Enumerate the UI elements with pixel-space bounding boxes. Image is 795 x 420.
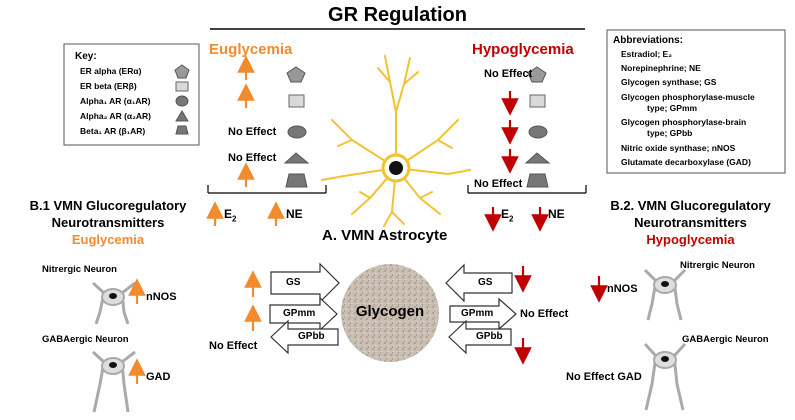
left-pentagon-shape: [286, 66, 306, 83]
right-trapezoid-shape: [526, 173, 549, 188]
left-triangle-shape: [283, 152, 310, 164]
left-e2-label: E2: [224, 207, 237, 224]
key-item-alpha2: Alpha₂ AR (α₂AR): [80, 111, 152, 121]
hypoglycemia-heading: Hypoglycemia: [472, 41, 574, 58]
right-effect-pentagon: No Effect: [484, 68, 533, 80]
abbreviations-box: [606, 29, 786, 174]
b2-nitrergic-nucleus: [661, 281, 669, 287]
abbr-line-8: Nitric oxide synthase; nNOS: [621, 143, 736, 153]
gpbb-arrow-left: [270, 319, 339, 355]
gpmm-label-right: GPmm: [461, 308, 494, 319]
left-trapezoid-shape: [285, 173, 308, 188]
abbr-line-9: Glutamate decarboxylase (GAD): [621, 157, 751, 167]
gs-label-left: GS: [286, 277, 301, 288]
gpmm-right-effect: No Effect: [520, 308, 569, 320]
b2-title: B.2. VMN Glucoregulatory Neurotransmitte…: [610, 198, 771, 247]
b1-gad-label: GAD: [146, 371, 171, 383]
right-e2-label: E2: [501, 207, 514, 224]
b1-nitrergic-nucleus: [109, 293, 117, 299]
gpmm-label-left: GPmm: [283, 308, 316, 319]
right-square-shape: [529, 94, 546, 108]
right-pentagon-shape: [527, 66, 547, 83]
b1-nnos-label: nNOS: [146, 291, 177, 303]
b2-gabaergic-neuron: [643, 342, 687, 411]
key-pentagon-shape: [174, 64, 190, 79]
gpbb-left-effect: No Effect: [209, 340, 258, 352]
abbr-line-7: type; GPbb: [647, 128, 693, 138]
left-ne-label: NE: [286, 207, 303, 221]
b2-nitrergic-neuron: [643, 268, 687, 321]
b1-title: B.1 VMN Glucoregulatory Neurotransmitter…: [29, 198, 187, 247]
key-ellipse-shape: [175, 95, 189, 107]
abbr-line-2: Norepinephrine; NE: [621, 63, 701, 73]
gs-arrow-right: [445, 263, 513, 303]
right-ellipse-shape: [528, 125, 548, 139]
b1-nitrergic-neuron: [91, 281, 136, 325]
astrocyte-cell: [321, 55, 471, 227]
astrocyte-label: A. VMN Astrocyte: [322, 227, 448, 244]
b2-nitrergic-label: Nitrergic Neuron: [680, 260, 755, 271]
abbr-line-4: Glycogen phosphorylase-muscle: [621, 92, 755, 102]
abbreviations-heading: Abbreviations:: [613, 35, 684, 46]
right-ne-label: NE: [548, 207, 565, 221]
gpbb-arrow-right: [448, 319, 512, 355]
right-triangle-shape: [524, 152, 551, 164]
page-title: GR Regulation: [328, 4, 467, 26]
enzyme-arrows-right: [445, 263, 517, 355]
right-effect-trapezoid: No Effect: [474, 178, 523, 190]
b1-gabaergic-nucleus: [109, 362, 117, 368]
astrocyte-nucleus: [389, 161, 403, 175]
euglycemia-heading: Euglycemia: [209, 41, 293, 58]
abbr-line-1: Estradiol; E₂: [621, 49, 673, 59]
b2-nnos-label: nNOS: [607, 283, 638, 295]
gs-label-right: GS: [478, 277, 493, 288]
left-effect-triangle: No Effect: [228, 152, 277, 164]
right-down-arrows: [484, 91, 549, 232]
b1-gabaergic-label: GABAergic Neuron: [42, 334, 129, 345]
glycogen-particle: [341, 264, 439, 362]
key-item-alpha1: Alpha₁ AR (α₁AR): [80, 96, 151, 106]
key-trapezoid-shape: [175, 125, 189, 135]
gpbb-label-left: GPbb: [298, 331, 325, 342]
key-item-er-beta: ER beta (ERβ): [80, 81, 137, 91]
key-square-shape: [175, 81, 189, 92]
key-heading: Key:: [75, 51, 97, 62]
b2-gabaergic-nucleus: [661, 356, 669, 362]
glycogen-label: Glycogen: [355, 303, 425, 320]
b2-gad-label: No Effect GAD: [566, 371, 642, 383]
left-up-arrows: [206, 55, 285, 226]
left-effect-ellipse: No Effect: [228, 126, 277, 138]
b1-gabaergic-neuron: [91, 350, 136, 413]
b1-nitrergic-label: Nitrergic Neuron: [42, 264, 117, 275]
left-ellipse-shape: [287, 125, 307, 139]
left-square-shape: [288, 94, 305, 108]
abbr-line-5: type; GPmm: [647, 103, 698, 113]
abbr-line-6: Glycogen phosphorylase-brain: [621, 117, 747, 127]
gpbb-label-right: GPbb: [476, 331, 503, 342]
key-item-beta1: Beta₁ AR (β₁AR): [80, 126, 146, 136]
key-triangle-shape: [175, 110, 189, 122]
b2-gabaergic-label: GABAergic Neuron: [682, 334, 769, 345]
gs-arrow-left: [270, 262, 340, 304]
enzyme-arrows-left: [269, 262, 340, 355]
key-box: [63, 43, 200, 146]
abbr-line-3: Glycogen synthase; GS: [621, 77, 717, 87]
key-item-er-alpha: ER alpha (ERα): [80, 66, 142, 76]
